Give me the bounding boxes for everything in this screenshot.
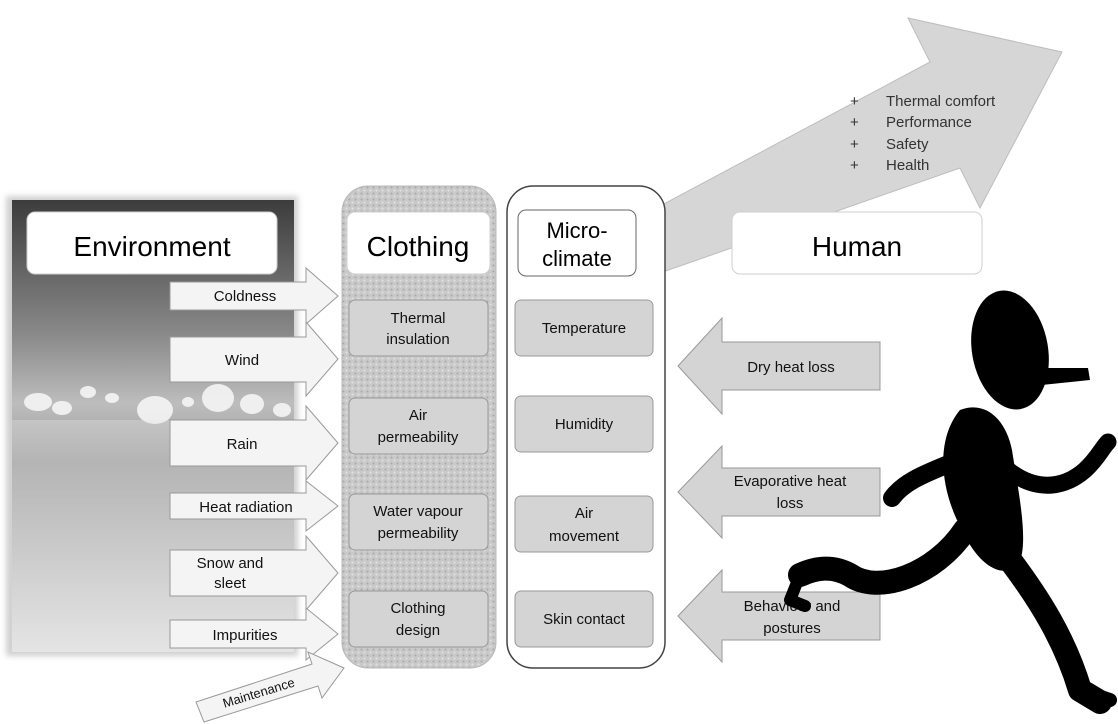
outcomes-list: + Thermal comfort + Performance + Safety… bbox=[850, 93, 996, 174]
evaporative-heat-loss-label-line1: Evaporative heat bbox=[734, 473, 847, 490]
humidity-box bbox=[514, 395, 654, 453]
evaporative-heat-loss-arrow bbox=[677, 444, 881, 540]
clothing-title: Clothing bbox=[367, 231, 470, 262]
water-vapour-label-line2: permeability bbox=[378, 525, 459, 542]
wind-arrow bbox=[169, 320, 339, 398]
thermal-insulation-label-line2: insulation bbox=[386, 331, 449, 348]
air-permeability-label-line2: permeability bbox=[378, 429, 459, 446]
snow-sleet-label-line2: sleet bbox=[214, 575, 247, 592]
microclimate-title-line1: Micro- bbox=[546, 218, 607, 243]
outcome-bullet: + bbox=[850, 114, 859, 131]
outcome-arrow bbox=[553, 17, 1063, 281]
snow-sleet-label-line1: Snow and bbox=[197, 555, 264, 572]
clothing-design-label-line1: Clothing bbox=[390, 600, 445, 617]
outcome-item: Thermal comfort bbox=[886, 93, 996, 110]
rain-label: Rain bbox=[227, 436, 258, 453]
microclimate-header bbox=[517, 209, 637, 277]
clothing-design-box bbox=[348, 590, 489, 648]
behaviour-postures-label-line2: postures bbox=[763, 620, 821, 637]
snow-sleet-arrow bbox=[169, 534, 339, 612]
water-vapour-permeability-box bbox=[348, 493, 489, 551]
person-arm-front bbox=[999, 433, 1117, 494]
behaviour-postures-arrow bbox=[677, 568, 881, 664]
clothing-header bbox=[346, 211, 491, 275]
person-cap-visor bbox=[1030, 368, 1090, 386]
air-permeability-box bbox=[348, 397, 489, 455]
dry-heat-loss-label: Dry heat loss bbox=[747, 359, 835, 376]
thermal-insulation-label-line1: Thermal bbox=[390, 310, 445, 327]
outcome-bullet: + bbox=[850, 136, 859, 153]
heat-radiation-arrow bbox=[169, 479, 339, 533]
clothing-property-labels: Thermal insulation Air permeability Wate… bbox=[373, 310, 462, 639]
clothing-properties bbox=[348, 299, 489, 648]
microclimate-factors bbox=[514, 299, 654, 648]
dry-heat-loss-arrow bbox=[677, 316, 881, 416]
outcome-bullet: + bbox=[850, 93, 859, 110]
humidity-label: Humidity bbox=[555, 416, 614, 433]
human-factor-arrows bbox=[677, 316, 881, 664]
evaporative-heat-loss-label-line2: loss bbox=[777, 495, 804, 512]
maintenance-arrow bbox=[195, 651, 345, 723]
impurities-arrow bbox=[169, 606, 339, 662]
impurities-label: Impurities bbox=[212, 627, 277, 644]
running-person-silhouette bbox=[784, 290, 1117, 714]
environment-header bbox=[26, 211, 278, 275]
microclimate-factor-labels: Temperature Humidity Air movement Skin c… bbox=[542, 320, 626, 628]
coldness-arrow bbox=[169, 266, 339, 326]
environment-title: Environment bbox=[73, 231, 230, 262]
person-head bbox=[971, 290, 1049, 410]
skin-contact-label: Skin contact bbox=[543, 611, 626, 628]
wind-label: Wind bbox=[225, 352, 259, 369]
outcome-item: Safety bbox=[886, 136, 929, 153]
heat-radiation-label: Heat radiation bbox=[199, 499, 292, 516]
microclimate-title-line2: climate bbox=[542, 246, 612, 271]
person-foot-back bbox=[1073, 683, 1117, 707]
outcome-item: Performance bbox=[886, 114, 972, 131]
coldness-label: Coldness bbox=[214, 288, 277, 305]
human-title: Human bbox=[812, 231, 902, 262]
rain-arrow bbox=[169, 404, 339, 482]
environment-factor-arrows bbox=[169, 266, 345, 723]
human-header bbox=[731, 211, 983, 275]
thermal-insulation-box bbox=[348, 299, 489, 357]
air-movement-box bbox=[514, 495, 654, 553]
air-movement-label-line1: Air bbox=[575, 505, 593, 522]
person-arm-back bbox=[883, 451, 967, 507]
person-leg-back bbox=[998, 548, 1112, 714]
clothing-design-label-line2: design bbox=[396, 622, 440, 639]
air-movement-label-line2: movement bbox=[549, 528, 620, 545]
temperature-label: Temperature bbox=[542, 320, 626, 337]
water-vapour-label-line1: Water vapour bbox=[373, 503, 462, 520]
outcome-item: Health bbox=[886, 157, 929, 174]
person-foot-front bbox=[784, 569, 811, 612]
person-leg-front bbox=[788, 518, 977, 595]
air-permeability-label-line1: Air bbox=[409, 407, 427, 424]
temperature-box bbox=[514, 299, 654, 357]
skin-contact-box bbox=[514, 590, 654, 648]
outcome-bullet: + bbox=[850, 157, 859, 174]
